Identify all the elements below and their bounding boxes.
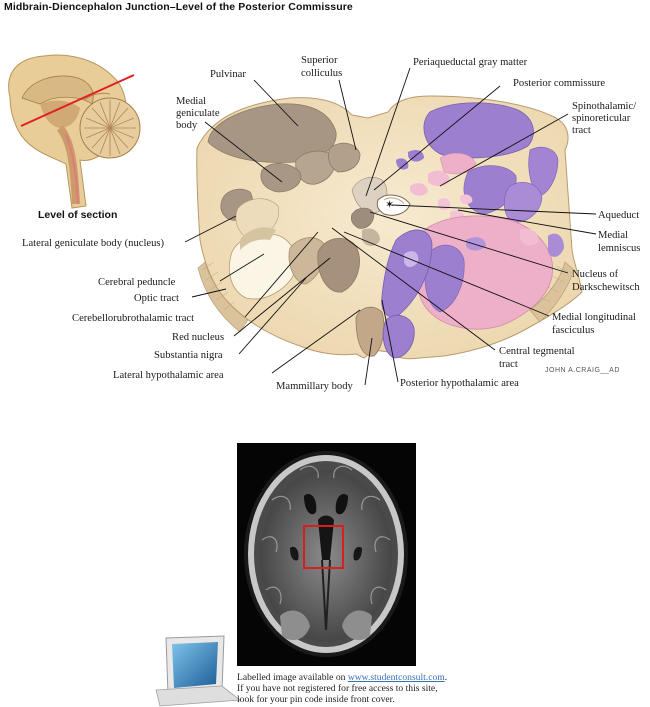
mri-image [237, 443, 416, 666]
label-optic-tract: Optic tract [134, 293, 179, 304]
label-medial-lemniscus-1: Medial [598, 230, 628, 241]
structure-labels: Pulvinar Superior colliculus Periaqueduc… [22, 55, 640, 392]
inset-brain-sagittal [8, 54, 141, 209]
cross-section [196, 95, 583, 360]
label-central-tegmental-2: tract [499, 359, 518, 370]
label-aqueduct: Aqueduct [598, 210, 639, 221]
label-cerebral-peduncle: Cerebral peduncle [98, 277, 176, 288]
footer-line-2: If you have not registered for free acce… [237, 683, 438, 695]
red-nucleus-shape [317, 238, 360, 293]
label-medial-geniculate-1: Medial [176, 96, 206, 107]
label-mlf-1: Medial longitudinal [552, 312, 636, 323]
footer-note: Labelled image available on www.studentc… [237, 672, 447, 706]
footer-line-1: Labelled image available on www.studentc… [237, 672, 447, 683]
label-posterior-hypothalamic: Posterior hypothalamic area [400, 378, 519, 389]
inset-level-label: Level of section [38, 209, 117, 221]
label-superior-colliculus-2: colliculus [301, 68, 342, 79]
label-darkschewitsch-2: Darkschewitsch [572, 282, 640, 293]
studentconsult-link[interactable]: www.studentconsult.com [347, 672, 445, 683]
computer-monitor-icon [155, 635, 242, 707]
purple-tract-upper [423, 102, 534, 159]
label-periaqueductal: Periaqueductal gray matter [413, 57, 528, 68]
svg-text:✶: ✶ [385, 198, 394, 211]
leader-lines [184, 67, 597, 386]
label-darkschewitsch-1: Nucleus of [572, 269, 619, 280]
label-spinothalamic-2: spinoreticular [572, 113, 631, 124]
artist-signature: JOHN A.CRAIG__AD [545, 367, 620, 374]
label-mlf-2: fasciculus [552, 325, 594, 336]
label-medial-geniculate-2: geniculate [176, 108, 220, 119]
label-central-tegmental-1: Central tegmental [499, 346, 575, 357]
label-posterior-commissure: Posterior commissure [513, 78, 605, 89]
label-pulvinar: Pulvinar [210, 69, 246, 80]
page-title: Midbrain-Diencephalon Junction–Level of … [4, 1, 353, 13]
medial-geniculate-shape [260, 163, 302, 193]
superior-colliculus-shape [328, 142, 361, 173]
label-cerebellorubrothalamic: Cerebellorubrothalamic tract [72, 313, 194, 324]
footer-line-3: look for your pin code inside front cove… [237, 694, 395, 706]
footer-prefix: Labelled image available on [237, 672, 348, 683]
label-lateral-geniculate: Lateral geniculate body (nucleus) [22, 238, 165, 249]
footer-suffix: . [444, 672, 448, 683]
label-spinothalamic-3: tract [572, 125, 591, 136]
label-spinothalamic-1: Spinothalamic/ [572, 101, 636, 112]
label-mammillary: Mammillary body [276, 381, 353, 392]
label-substantia-nigra: Substantia nigra [154, 350, 223, 361]
pulvinar-shape [207, 103, 337, 163]
label-red-nucleus: Red nucleus [172, 332, 224, 343]
label-medial-lemniscus-2: lemniscus [598, 243, 640, 254]
label-medial-geniculate-3: body [176, 120, 198, 131]
label-lateral-hypothalamic: Lateral hypothalamic area [113, 370, 224, 381]
label-superior-colliculus-1: Superior [301, 55, 338, 66]
